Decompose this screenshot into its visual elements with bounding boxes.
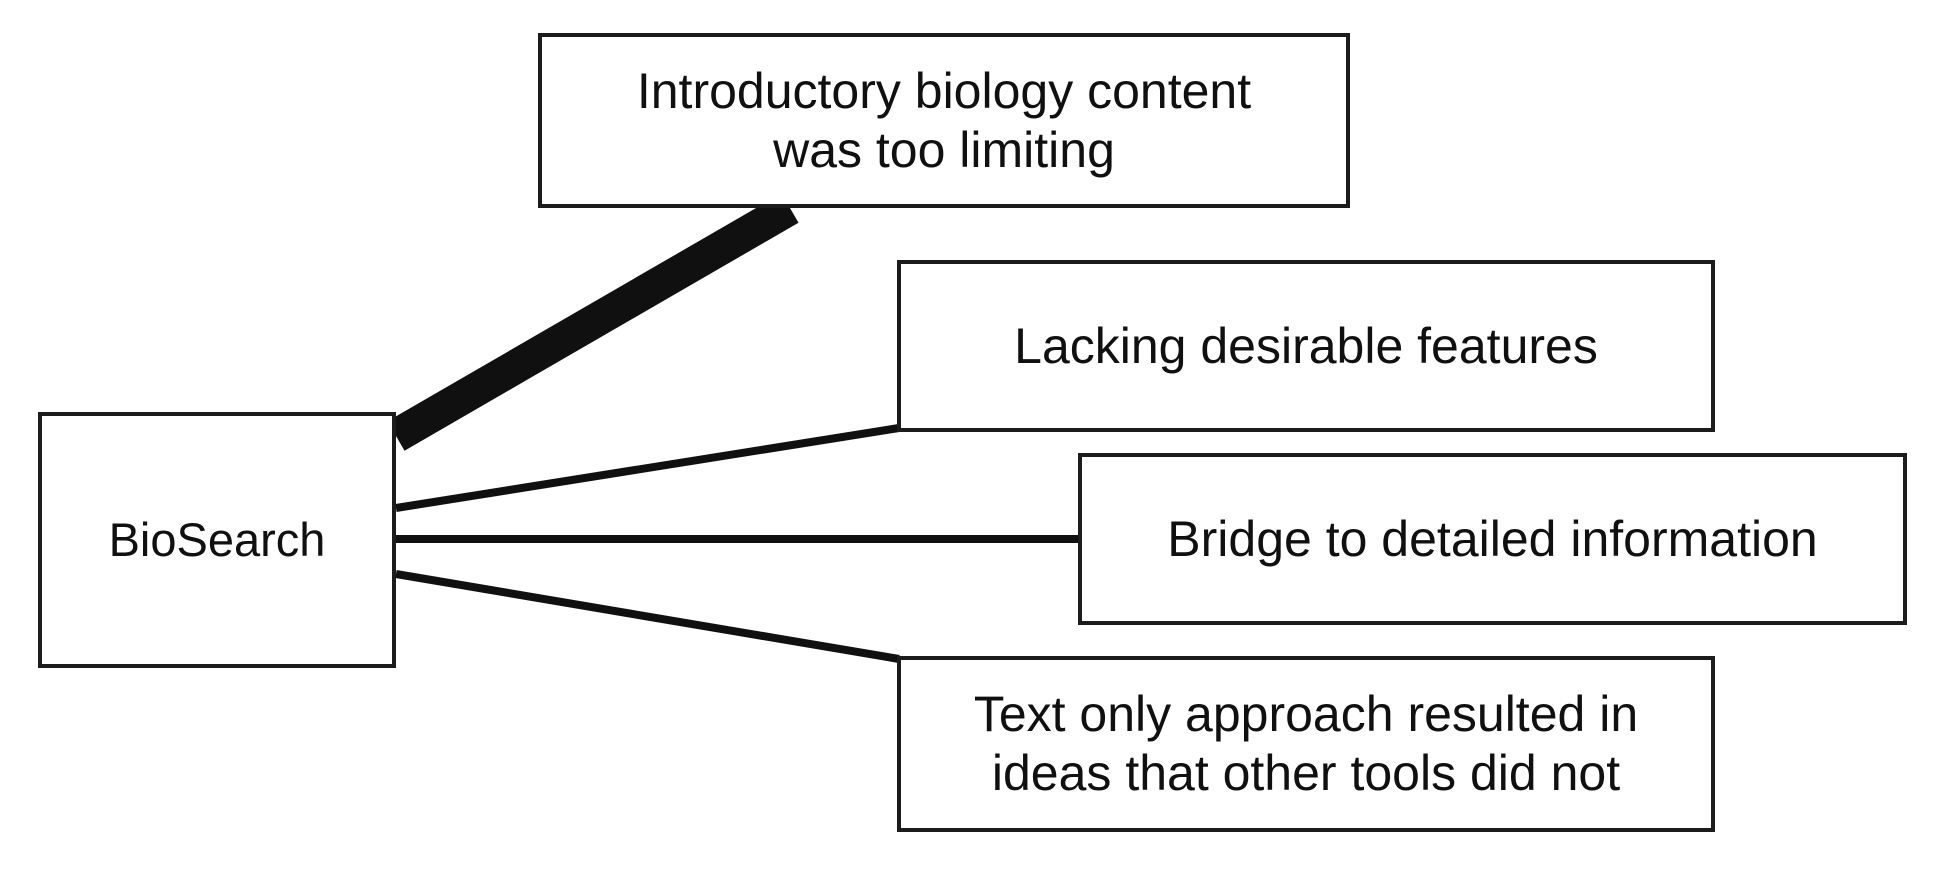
- node-text-only-label: Text only approach resulted in ideas tha…: [973, 686, 1639, 801]
- edge-biosearch-to-text-only: [395, 570, 900, 663]
- node-text-only[interactable]: Text only approach resulted in ideas tha…: [897, 656, 1715, 832]
- node-intro-biology[interactable]: Introductory biology content was too lim…: [538, 33, 1350, 208]
- node-biosearch-label: BioSearch: [108, 513, 326, 567]
- edge-biosearch-to-lacking-features: [395, 424, 900, 512]
- node-lacking-features-label: Lacking desirable features: [1014, 317, 1598, 374]
- node-lacking-features[interactable]: Lacking desirable features: [897, 260, 1715, 432]
- node-biosearch[interactable]: BioSearch: [38, 412, 396, 668]
- edge-biosearch-to-intro-biology: [387, 193, 799, 451]
- node-bridge-info[interactable]: Bridge to detailed information: [1078, 453, 1907, 625]
- node-intro-biology-label: Introductory biology content was too lim…: [636, 62, 1252, 178]
- node-bridge-info-label: Bridge to detailed information: [1167, 510, 1818, 567]
